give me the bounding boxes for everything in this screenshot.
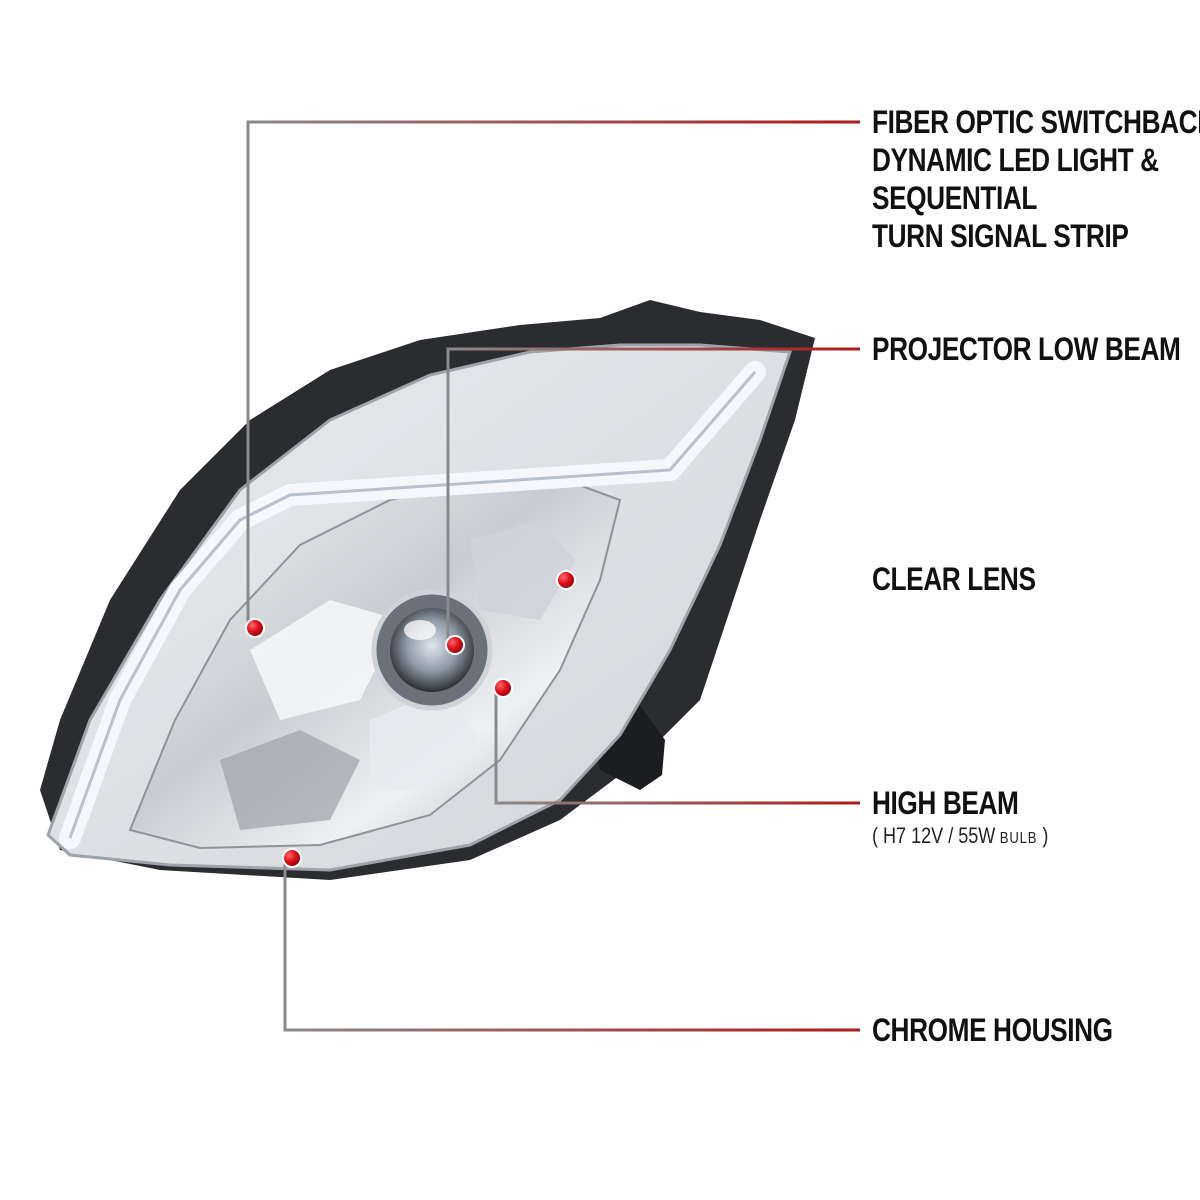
callout-fiber-optic: FIBER OPTIC SWITCHBACK DYNAMIC LED LIGHT…	[872, 103, 1200, 255]
projector-highlight	[404, 620, 436, 640]
marker-clear-lens	[556, 570, 576, 590]
callout-chrome-housing-label: CHROME HOUSING	[872, 1012, 1113, 1048]
callout-high-beam-label: HIGH BEAM	[872, 785, 1019, 821]
marker-fiber-optic	[245, 618, 265, 638]
reflector-facet-2	[220, 730, 360, 830]
callout-chrome-housing: CHROME HOUSING	[872, 1011, 1113, 1049]
spec-unit: BULB	[995, 830, 1038, 847]
callout-high-beam: HIGH BEAM ( H7 12V / 55W BULB )	[872, 784, 1048, 853]
callout-fiber-optic-line-2: DYNAMIC LED LIGHT &	[872, 142, 1159, 178]
marker-high-beam	[493, 678, 513, 698]
callout-projector-low-beam: PROJECTOR LOW BEAM	[872, 330, 1181, 368]
callout-clear-lens-label: CLEAR LENS	[872, 561, 1036, 597]
reflector-facet-3	[370, 690, 480, 790]
spec-open-paren: (	[872, 823, 884, 848]
marker-projector	[445, 635, 465, 655]
callout-projector-label: PROJECTOR LOW BEAM	[872, 331, 1181, 367]
callout-fiber-optic-line-4: TURN SIGNAL STRIP	[872, 218, 1129, 254]
reflector-facet-4	[470, 520, 575, 620]
leader-line-chrome-housing	[283, 856, 860, 1032]
callout-clear-lens: CLEAR LENS	[872, 560, 1036, 598]
marker-chrome-housing	[282, 848, 302, 868]
spec-close-paren: )	[1037, 823, 1049, 848]
led-light-strip-edge	[68, 371, 757, 839]
callout-fiber-optic-line-3: SEQUENTIAL	[872, 180, 1038, 216]
callout-high-beam-spec: ( H7 12V / 55W BULB )	[872, 822, 1048, 853]
spec-value: H7 12V / 55W	[883, 823, 996, 848]
reflector-facet-1	[250, 600, 400, 720]
callout-fiber-optic-line-1: FIBER OPTIC SWITCHBACK	[872, 104, 1200, 140]
